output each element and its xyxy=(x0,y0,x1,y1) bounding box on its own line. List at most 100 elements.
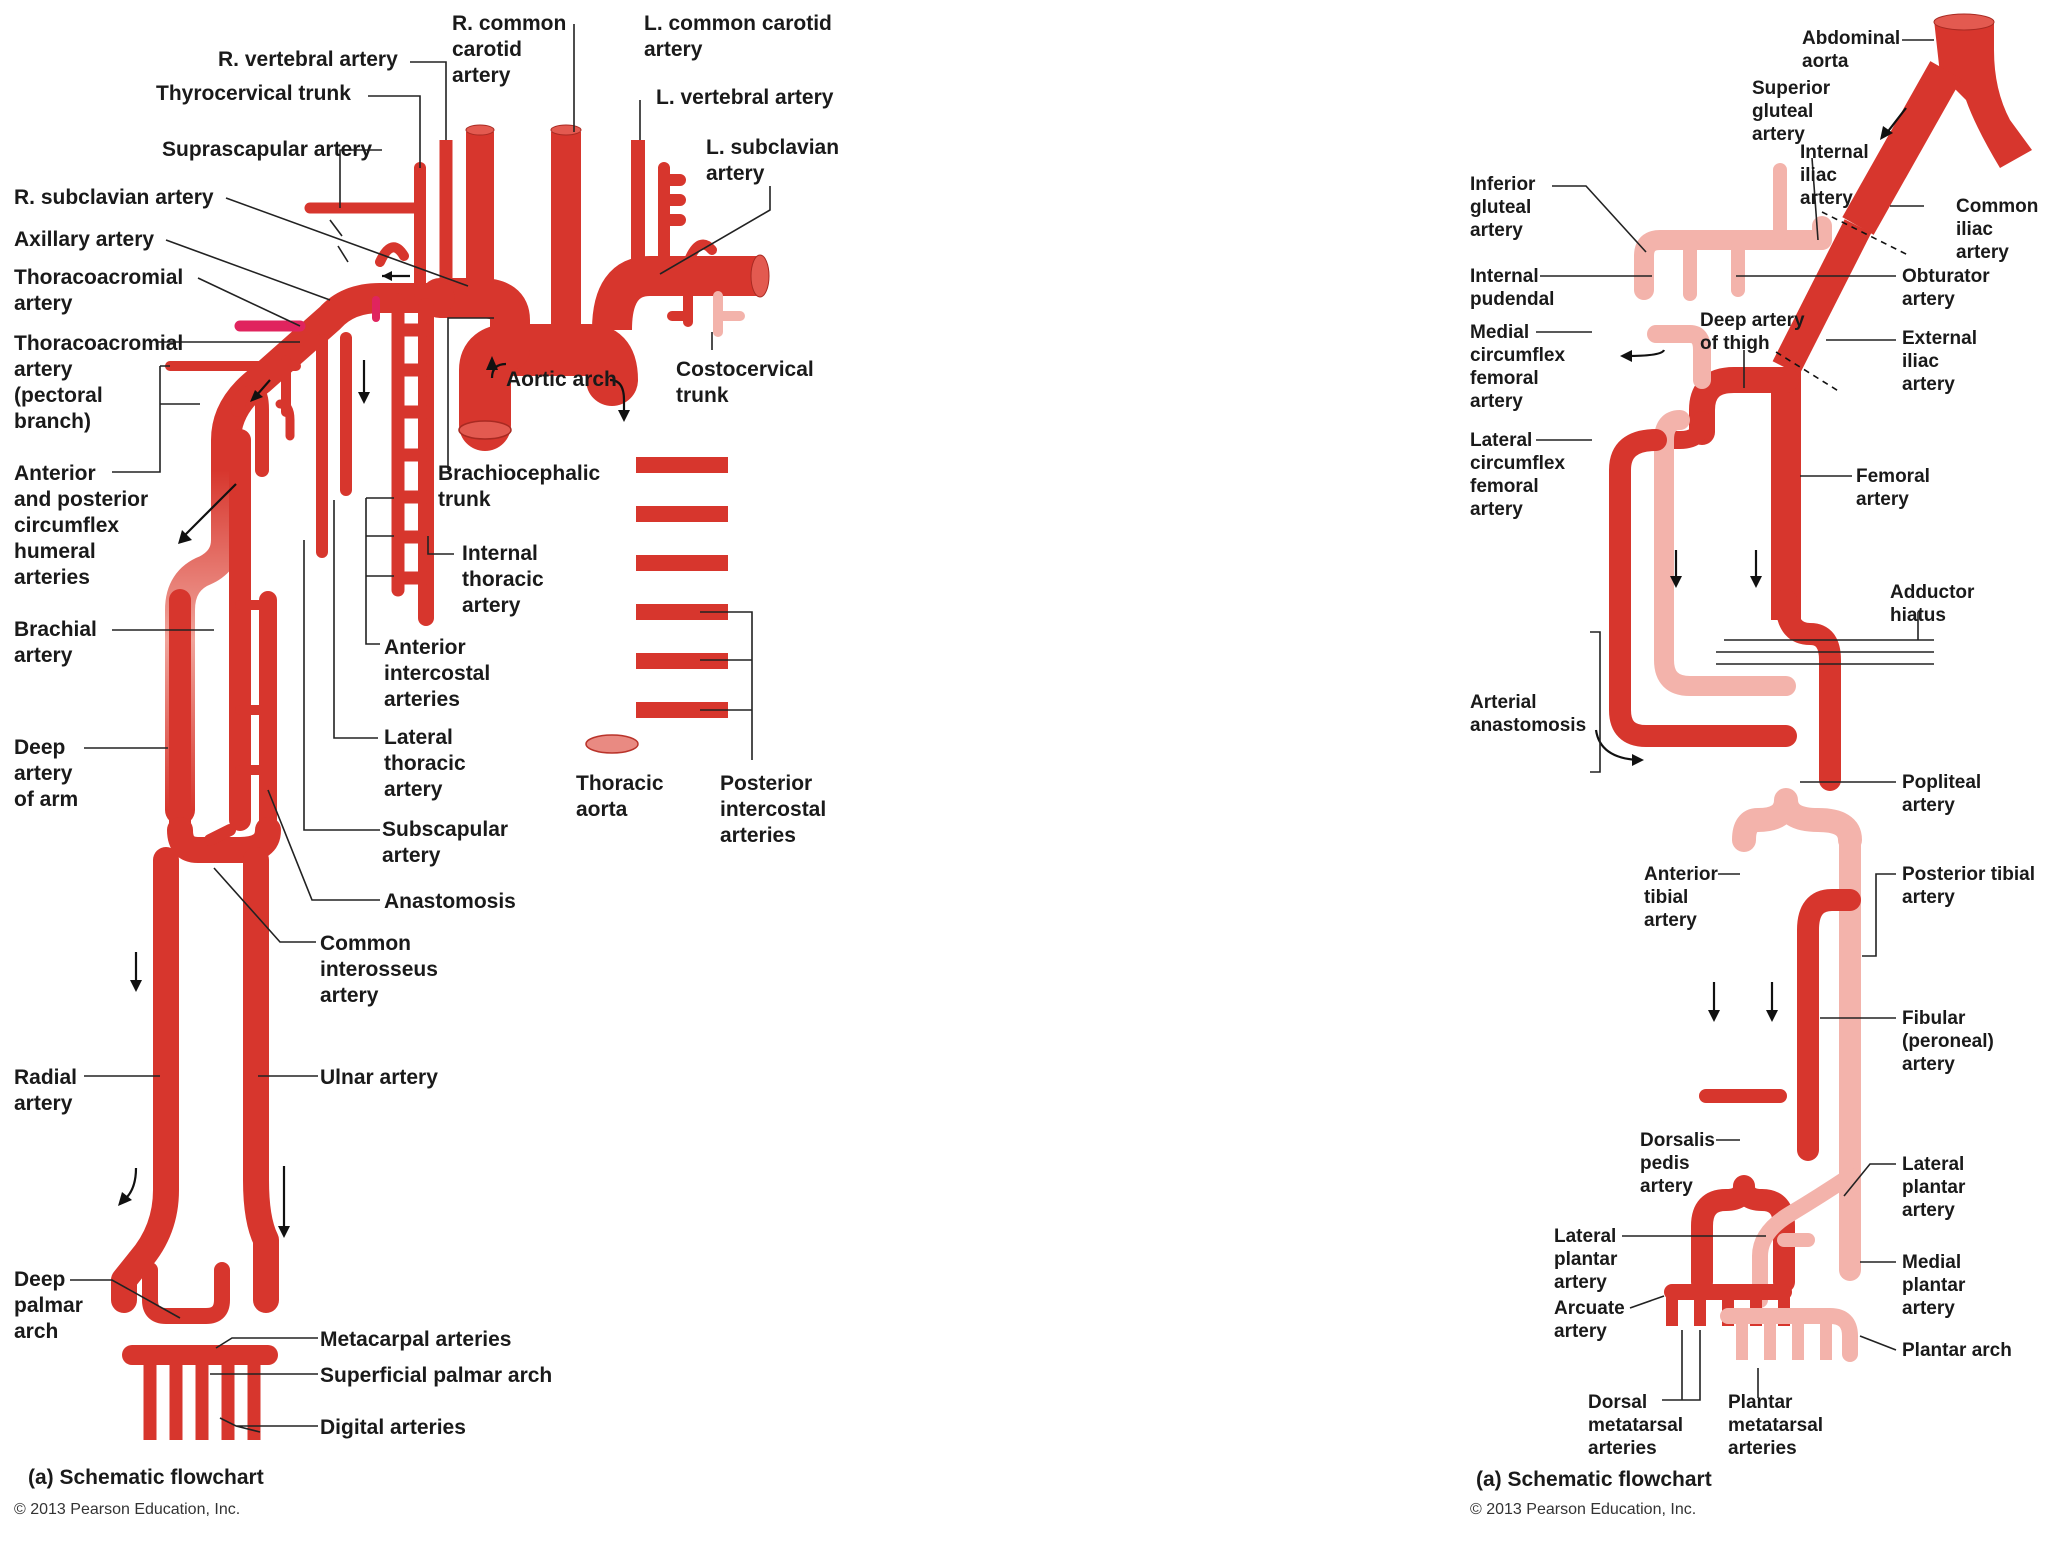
label-line: arteries xyxy=(14,566,90,589)
deep-palmar-arch-vessel xyxy=(142,1262,230,1324)
lateral-plantar-vessel xyxy=(1752,1168,1858,1308)
label-line: Aortic arch xyxy=(506,368,617,391)
label-axillary: Axillary artery xyxy=(14,228,154,251)
label-line: intercostal xyxy=(720,798,826,821)
label-line: artery xyxy=(1856,489,1909,510)
label-line: iliac xyxy=(1902,351,1939,372)
label-line: thoracic xyxy=(462,568,544,591)
label-line: aorta xyxy=(1802,51,1849,72)
costocervical-light-vessel xyxy=(713,291,745,337)
label-l-vertebral: L. vertebral artery xyxy=(656,86,834,109)
label-superficial-palmar: Superficial palmar arch xyxy=(320,1364,552,1387)
label-line: artery xyxy=(384,778,443,801)
label-line: aorta xyxy=(576,798,628,821)
label-fibular: Fibular(peroneal)artery xyxy=(1902,1008,1994,1075)
abdominal-aorta-top xyxy=(1933,13,1995,31)
label-line: Lateral xyxy=(1902,1154,1964,1175)
lower-dashed-boundaries xyxy=(1775,211,1911,393)
label-metacarpal: Metacarpal arteries xyxy=(320,1328,511,1351)
label-line: Brachial xyxy=(14,618,97,641)
l-subclavian-vessel xyxy=(592,256,760,331)
label-line: plantar xyxy=(1902,1177,1966,1198)
label-line: Anastomosis xyxy=(384,890,516,913)
label-line: anastomosis xyxy=(1470,715,1586,736)
copyright-upper: © 2013 Pearson Education, Inc. xyxy=(14,1501,240,1518)
posterior-intercostal-vessels xyxy=(636,457,728,718)
upper-limb-vessels xyxy=(111,124,770,1440)
fibular-vessel xyxy=(1797,889,1861,1161)
label-line: plantar xyxy=(1902,1275,1966,1296)
label-line: circumflex xyxy=(1470,345,1565,366)
label-line: artery xyxy=(14,292,73,315)
label-line: Thyrocervical trunk xyxy=(156,82,351,105)
l-common-carotid-end xyxy=(550,124,582,136)
label-line: Arterial xyxy=(1470,692,1537,713)
label-line: Anterior xyxy=(1644,864,1719,885)
label-line: interosseus xyxy=(320,958,438,981)
label-line: Medial xyxy=(1902,1252,1961,1273)
label-line: metatarsal xyxy=(1588,1415,1683,1436)
label-line: Plantar xyxy=(1728,1392,1793,1413)
label-line: artery xyxy=(382,844,441,867)
label-line: Lateral xyxy=(1470,430,1532,451)
label-line: Deep xyxy=(14,736,65,759)
label-line: artery xyxy=(1902,795,1955,816)
label-line: artery xyxy=(1800,188,1853,209)
label-line: arteries xyxy=(720,824,796,847)
label-line: L. common carotid xyxy=(644,12,832,35)
costocervical-vessel xyxy=(667,291,693,327)
thoracic-aorta-end xyxy=(585,734,639,754)
label-line: Internal xyxy=(1800,142,1869,163)
anastomosis-outer-vessel xyxy=(1609,429,1797,747)
label-line: artery xyxy=(1470,499,1523,520)
label-line: artery xyxy=(706,162,765,185)
medial-circumflex-vessel xyxy=(1647,325,1711,389)
copyright-lower: © 2013 Pearson Education, Inc. xyxy=(1470,1501,1696,1518)
radial-vessel xyxy=(111,847,179,1313)
label-line: iliac xyxy=(1956,219,1993,240)
interosseus-vessel xyxy=(204,824,236,846)
label-line: Popliteal xyxy=(1902,772,1981,793)
label-line: artery xyxy=(14,644,73,667)
label-line: Thoracoacromial xyxy=(14,332,183,355)
label-brachial: Brachial artery xyxy=(14,618,97,667)
label-line: of arm xyxy=(14,788,78,811)
label-line: arch xyxy=(14,1320,58,1343)
label-line: artery xyxy=(14,358,73,381)
label-line: circumflex xyxy=(14,514,119,537)
upper-flow-arrows xyxy=(118,271,630,1238)
label-line: artery xyxy=(320,984,379,1007)
label-line: hiatus xyxy=(1890,605,1946,626)
caption-upper: (a) Schematic flowchart xyxy=(28,1466,264,1489)
label-line: R. common xyxy=(452,12,566,35)
label-line: intercostal xyxy=(384,662,490,685)
label-line: artery xyxy=(1902,1054,1955,1075)
tibial-bifurcation-vessel xyxy=(1732,788,1862,852)
label-line: Anterior xyxy=(384,636,466,659)
label-line: Subscapular xyxy=(382,818,508,841)
external-iliac-vessel xyxy=(1772,219,1872,375)
label-line: Superficial palmar arch xyxy=(320,1364,552,1387)
label-line: artery xyxy=(452,64,511,87)
label-line: Superior xyxy=(1752,78,1831,99)
label-line: circumflex xyxy=(1470,453,1565,474)
label-line: External xyxy=(1902,328,1977,349)
label-line: arteries xyxy=(1588,1438,1657,1459)
